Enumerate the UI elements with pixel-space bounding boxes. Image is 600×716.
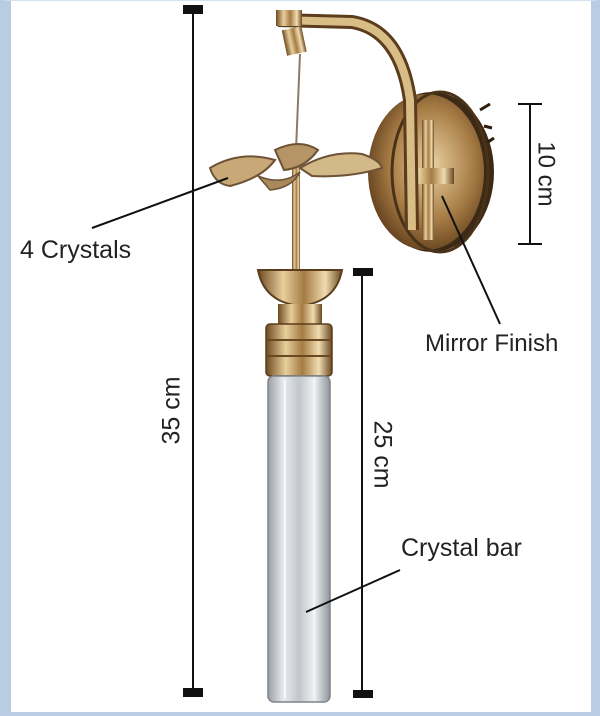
wall-plate [368, 90, 495, 254]
crystals-leader [91, 177, 229, 229]
dimension-total [183, 5, 203, 697]
crystal-bar-leader [305, 569, 401, 613]
total-height-label: 35 cm [157, 376, 186, 445]
crystal-bar-label: Crystal bar [401, 534, 522, 562]
dimension-bar [353, 268, 373, 698]
dimension-plate [518, 103, 542, 245]
lamp-arm [276, 10, 419, 231]
crystal-bar-tube [267, 375, 331, 703]
lamp-holder [256, 269, 344, 377]
mirror-leader [441, 195, 501, 325]
mirror-finish-label: Mirror Finish [425, 330, 559, 357]
bar-height-label: 25 cm [368, 420, 397, 489]
lamp-stem [292, 160, 300, 270]
crystals-label: 4 Crystals [20, 236, 132, 264]
plate-height-label: 10 cm [532, 141, 560, 207]
suspension-wire [295, 53, 301, 151]
